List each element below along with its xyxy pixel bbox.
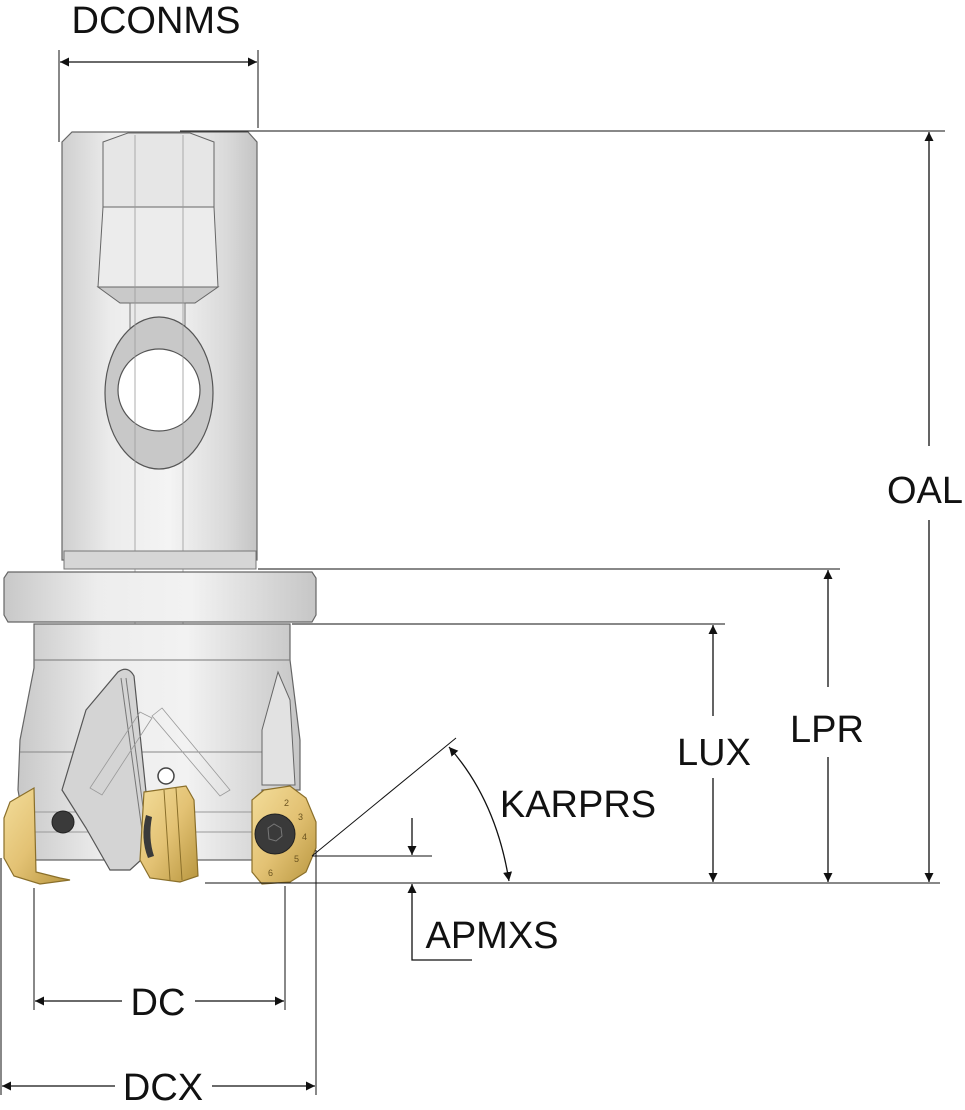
label-dconms: DCONMS <box>72 0 241 42</box>
label-lpr: LPR <box>790 709 864 751</box>
insert-mark: 4 <box>302 832 307 842</box>
shank-flat <box>102 132 215 208</box>
insert-rib <box>175 787 183 881</box>
label-oal: OAL <box>887 470 963 512</box>
label-dc: DC <box>131 982 186 1024</box>
insert-left <box>3 786 71 885</box>
insert-screw-middle <box>143 815 154 858</box>
chip-pocket <box>61 668 153 871</box>
insert-mark: 6 <box>268 868 273 878</box>
coolant-channel <box>151 707 231 797</box>
shank-flat-bevel <box>96 286 220 304</box>
dimension-labels: DCONMS OAL LPR LUX KARPRS APMXS DC DCX <box>72 0 963 1109</box>
insert-screw-right <box>254 813 296 855</box>
shank-hole <box>117 348 201 432</box>
clamp-screw-icon <box>51 810 75 834</box>
chip-pocket-right <box>261 670 296 786</box>
apmxs-arrow-bottom <box>407 884 472 961</box>
insert-mark: 2 <box>284 798 289 808</box>
torx-icon <box>267 823 283 842</box>
label-karprs: KARPRS <box>500 784 656 826</box>
dimension-lines <box>0 50 945 1095</box>
karprs-arc <box>448 746 513 882</box>
karprs-edge-line <box>311 737 457 857</box>
insert-rib <box>163 789 171 881</box>
label-dcx: DCX <box>123 1067 203 1109</box>
label-lux: LUX <box>677 732 751 774</box>
coolant-channel <box>89 711 153 796</box>
insert-middle <box>139 785 199 883</box>
insert-mark: 3 <box>298 812 303 822</box>
pocket-line <box>120 677 143 831</box>
insert-knob <box>157 767 175 785</box>
cutter-body: 2 3 4 5 6 <box>3 131 317 885</box>
shank-flat-lower <box>97 206 219 288</box>
label-apmxs: APMXS <box>425 915 558 957</box>
flange <box>3 571 317 623</box>
shank-groove <box>63 550 257 570</box>
insert-mark: 5 <box>294 854 299 864</box>
